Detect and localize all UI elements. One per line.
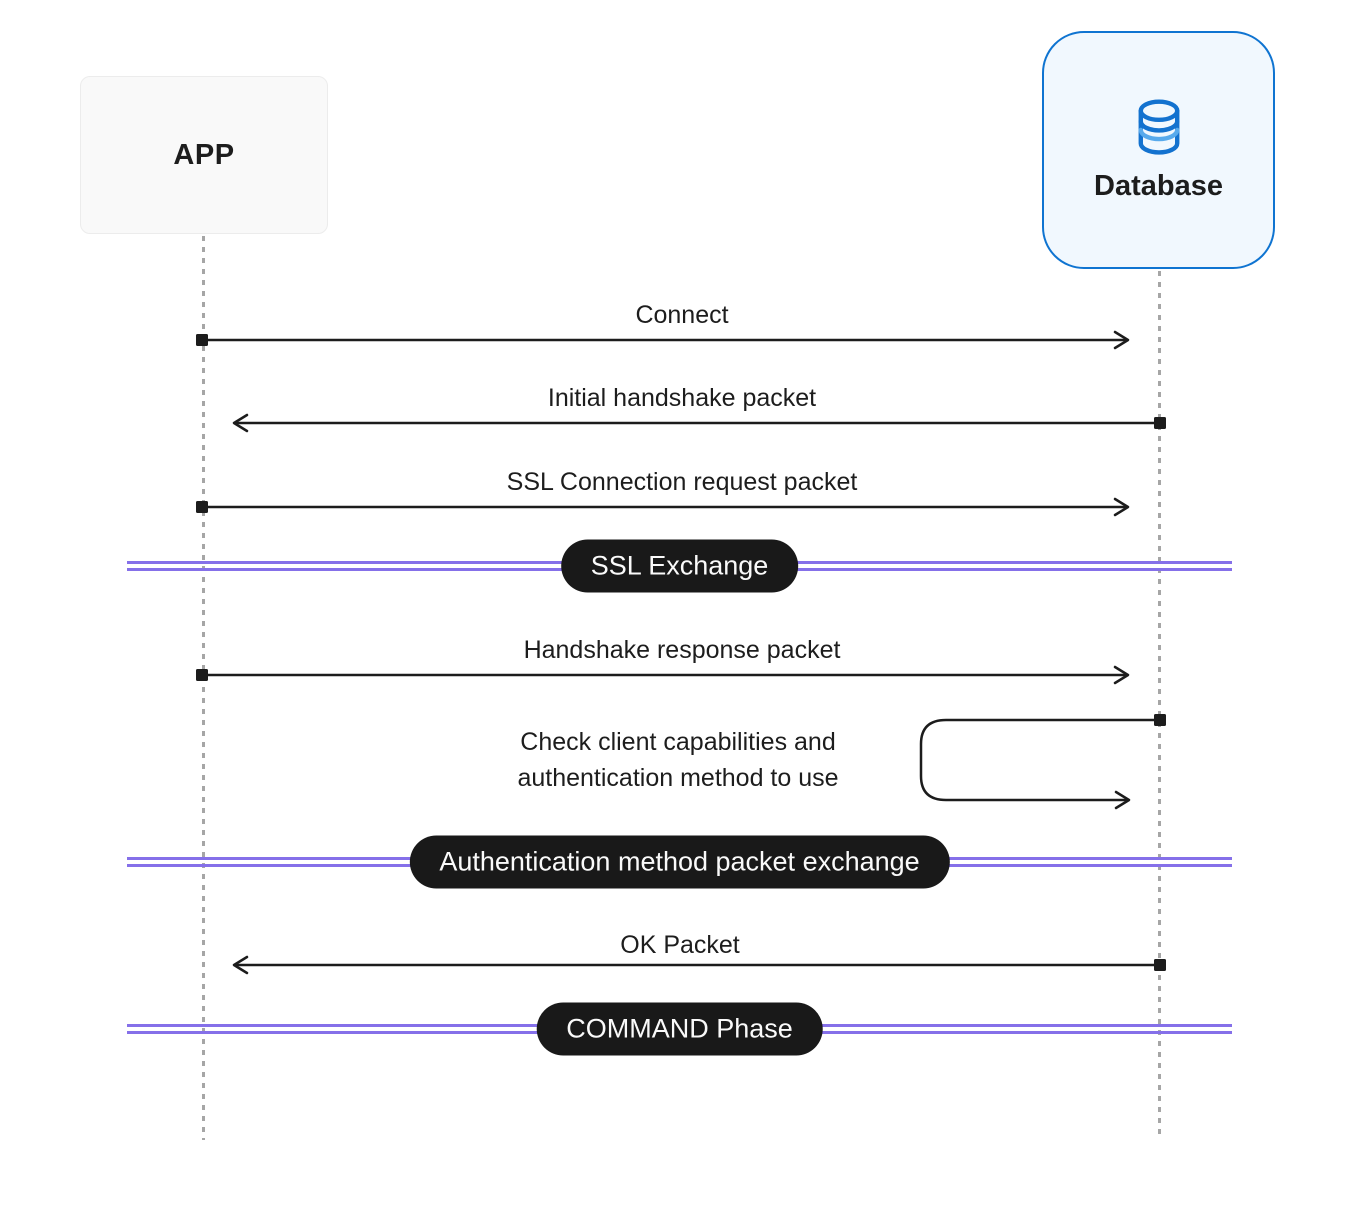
lifeline-database: [1158, 271, 1161, 1140]
message-self-check-label: Check client capabilities and authentica…: [517, 724, 838, 796]
message-ssl-request-label: SSL Connection request packet: [506, 468, 858, 496]
lifeline-app: [202, 236, 205, 1140]
message-ok-packet-label: OK Packet: [620, 931, 740, 959]
actor-database-label: Database: [1094, 169, 1223, 202]
actor-app-label: APP: [173, 138, 235, 171]
self-loop-arrow-icon: [919, 714, 1166, 810]
database-icon: [1138, 98, 1179, 155]
arrow-right-icon: [196, 330, 1130, 350]
message-self-check-line1: Check client capabilities and: [520, 728, 836, 756]
phase-ssl-exchange-pill: SSL Exchange: [560, 539, 799, 593]
actor-app-box: APP: [80, 76, 328, 234]
message-connect-label: Connect: [635, 301, 729, 329]
arrow-right-icon: [196, 497, 1130, 517]
message-self-check-line2: authentication method to use: [517, 764, 839, 792]
phase-command-pill: COMMAND Phase: [536, 1002, 823, 1056]
actor-database-box: Database: [1042, 31, 1275, 269]
message-initial-handshake-label: Initial handshake packet: [547, 384, 817, 412]
message-handshake-response-label: Handshake response packet: [523, 636, 841, 664]
arrow-left-icon: [232, 413, 1166, 433]
arrow-left-icon: [232, 955, 1166, 975]
phase-auth-exchange-pill: Authentication method packet exchange: [409, 835, 950, 889]
arrow-right-icon: [196, 665, 1130, 685]
